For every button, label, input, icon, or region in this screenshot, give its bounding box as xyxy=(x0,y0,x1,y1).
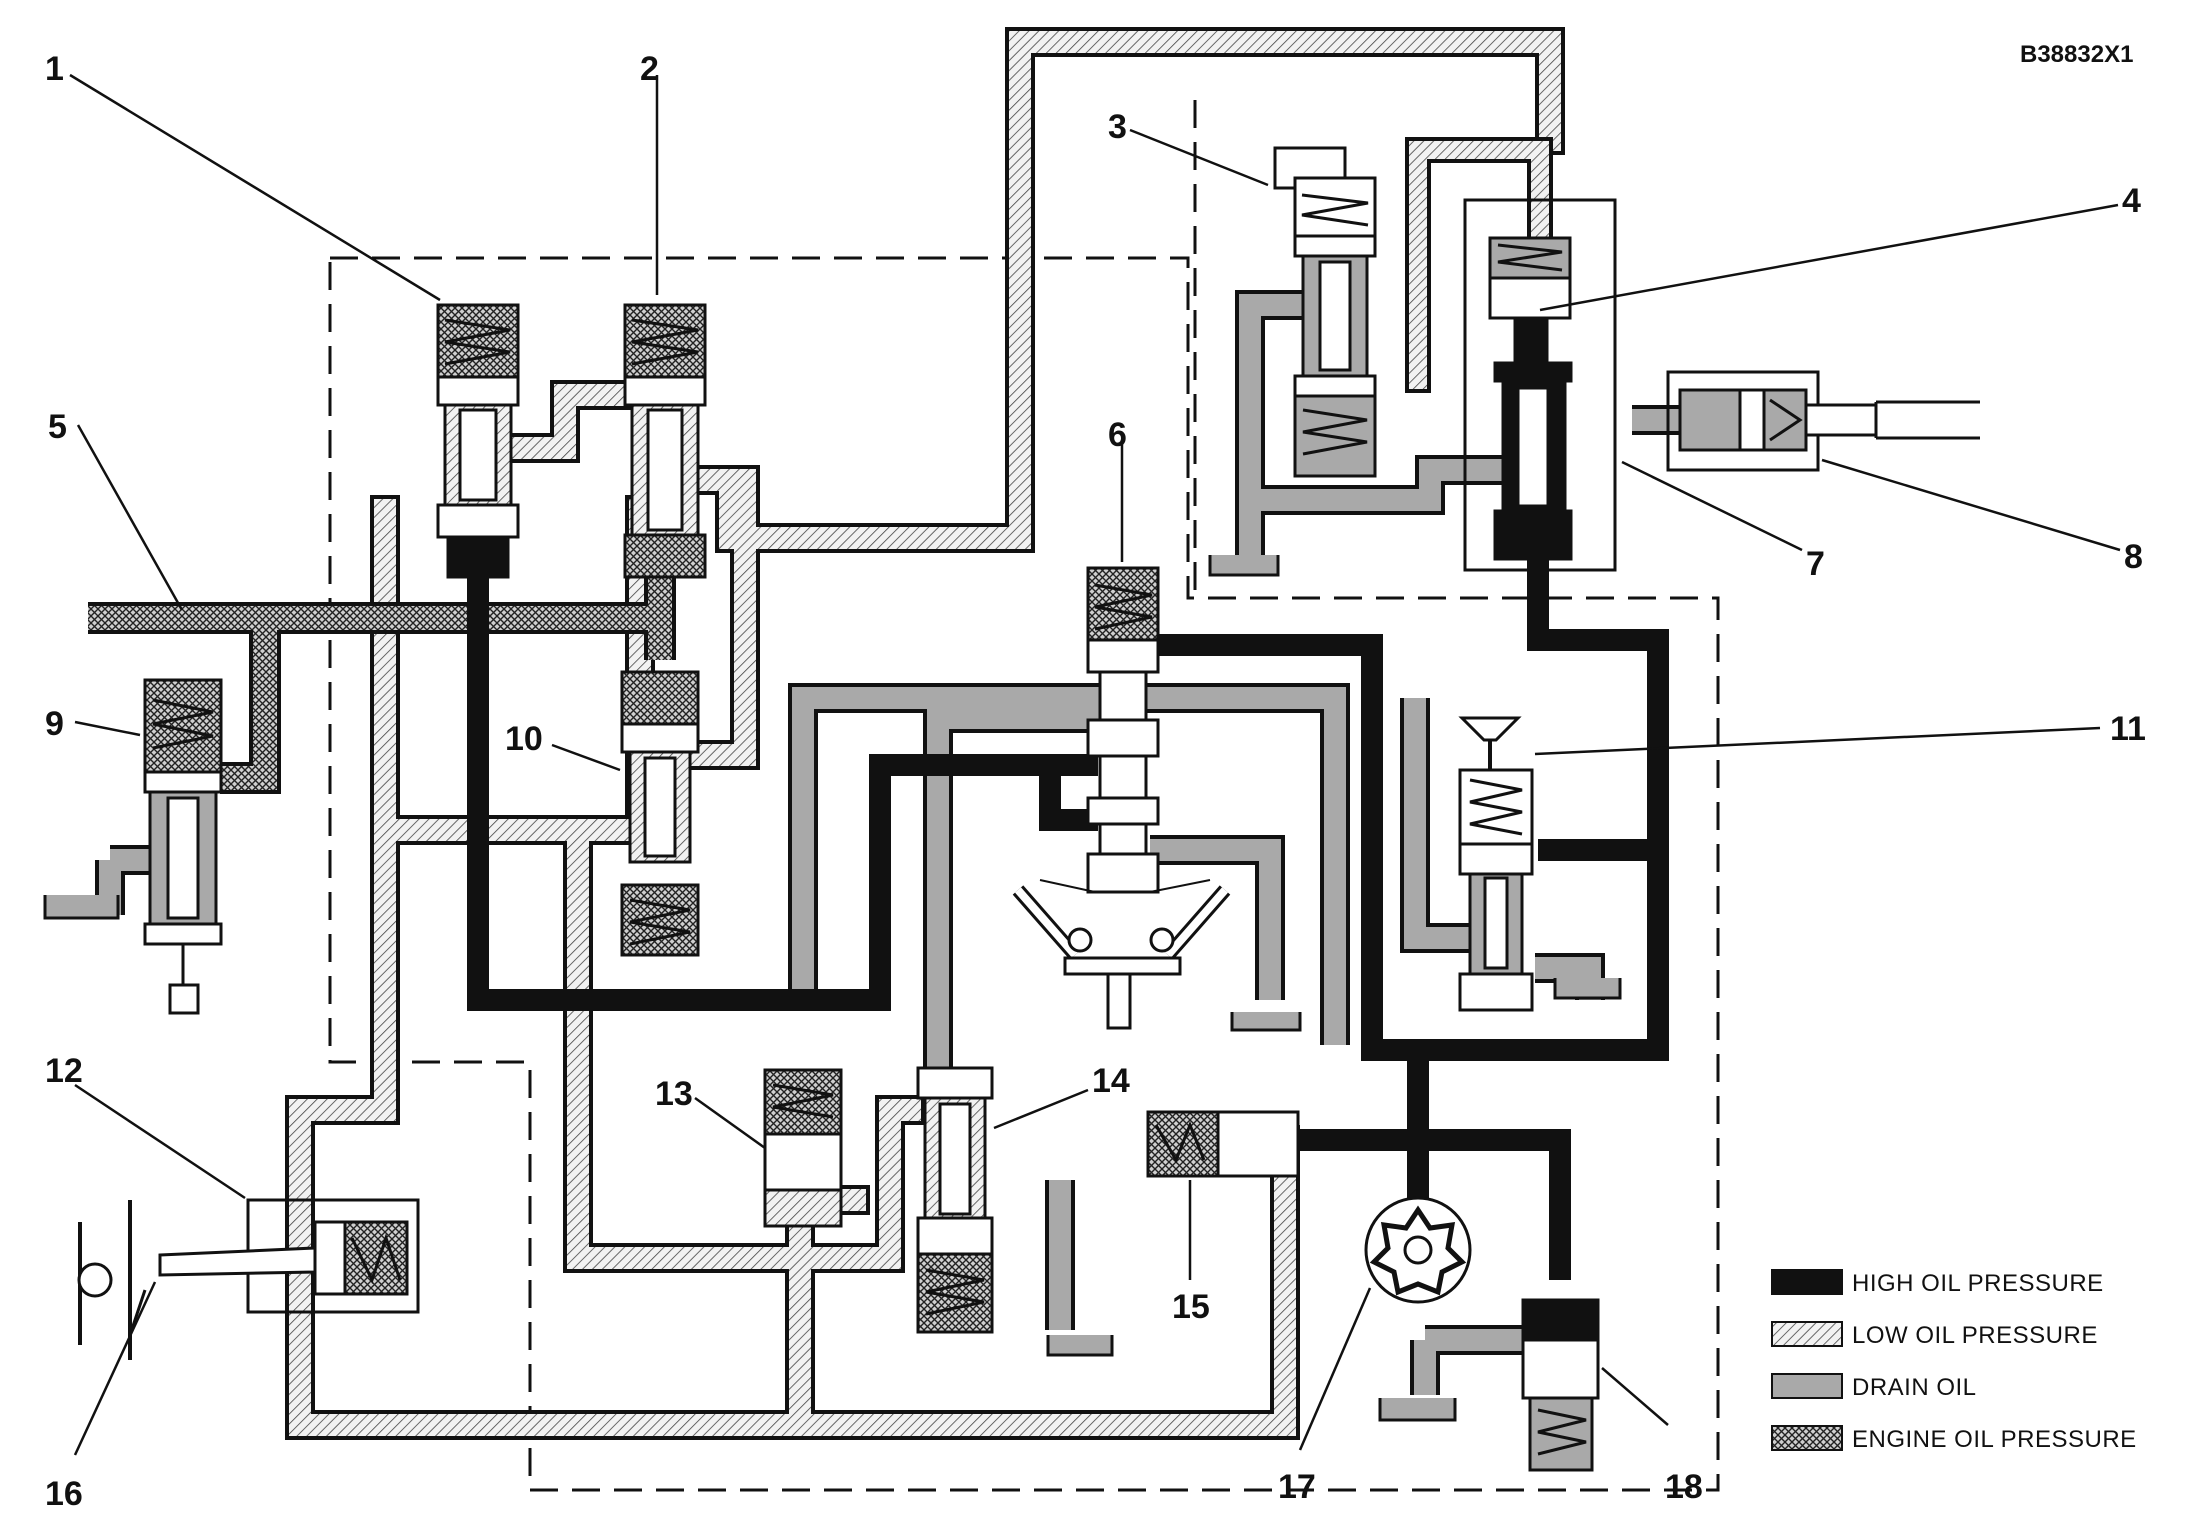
callout-labels: 1 2 3 4 5 6 7 8 9 10 11 12 13 14 15 16 1… xyxy=(45,50,2146,1513)
pump-17 xyxy=(1364,1196,1472,1304)
callout-5: 5 xyxy=(48,408,67,446)
legend-label-high: HIGH OIL PRESSURE xyxy=(1852,1270,2104,1297)
callout-9: 9 xyxy=(45,705,64,743)
valve-14 xyxy=(916,1066,994,1334)
valve-6 xyxy=(1012,566,1231,1030)
legend: HIGH OIL PRESSURE LOW OIL PRESSURE DRAIN… xyxy=(1771,1269,2137,1453)
valve-10 xyxy=(620,670,700,957)
callout-11: 11 xyxy=(2110,710,2146,748)
legend-swatch-drain xyxy=(1771,1373,1843,1399)
valve-8 xyxy=(1666,370,1980,472)
callout-3: 3 xyxy=(1108,108,1127,146)
legend-swatch-high xyxy=(1771,1269,1843,1295)
valve-4 xyxy=(1463,198,1617,572)
valve-3 xyxy=(1273,146,1377,478)
legend-swatch-low xyxy=(1771,1321,1843,1347)
callout-8: 8 xyxy=(2124,538,2143,576)
callout-18: 18 xyxy=(1665,1468,1703,1506)
legend-label-engine: ENGINE OIL PRESSURE xyxy=(1852,1426,2137,1453)
callout-6: 6 xyxy=(1108,416,1127,454)
callout-12: 12 xyxy=(45,1052,83,1090)
callout-14: 14 xyxy=(1092,1062,1130,1100)
callout-leaders xyxy=(69,73,2121,1456)
valve-11 xyxy=(1458,716,1534,1012)
drain-passages xyxy=(95,290,1732,1395)
valve-15 xyxy=(1146,1110,1300,1178)
valve-9 xyxy=(143,678,223,1015)
reference-code: B38832X1 xyxy=(2020,41,2133,68)
valve-13 xyxy=(763,1068,843,1228)
legend-label-drain: DRAIN OIL xyxy=(1852,1374,1977,1401)
valve-1 xyxy=(436,303,520,579)
callout-15: 15 xyxy=(1172,1288,1210,1326)
callout-13: 13 xyxy=(655,1075,693,1113)
valve-12 xyxy=(77,1198,420,1360)
callout-2: 2 xyxy=(640,50,659,88)
legend-swatch-engine xyxy=(1771,1425,1843,1451)
callout-10: 10 xyxy=(505,720,543,758)
callout-16: 16 xyxy=(45,1475,83,1513)
legend-label-low: LOW OIL PRESSURE xyxy=(1852,1322,2098,1349)
valve-18 xyxy=(1521,1298,1600,1472)
valve-2 xyxy=(623,303,707,579)
callout-17: 17 xyxy=(1278,1468,1316,1506)
callout-4: 4 xyxy=(2122,182,2141,220)
callout-1: 1 xyxy=(45,50,64,88)
callout-7: 7 xyxy=(1806,545,1825,583)
drain-tanks xyxy=(43,555,1622,1422)
high-pressure-passages xyxy=(467,560,1669,1280)
